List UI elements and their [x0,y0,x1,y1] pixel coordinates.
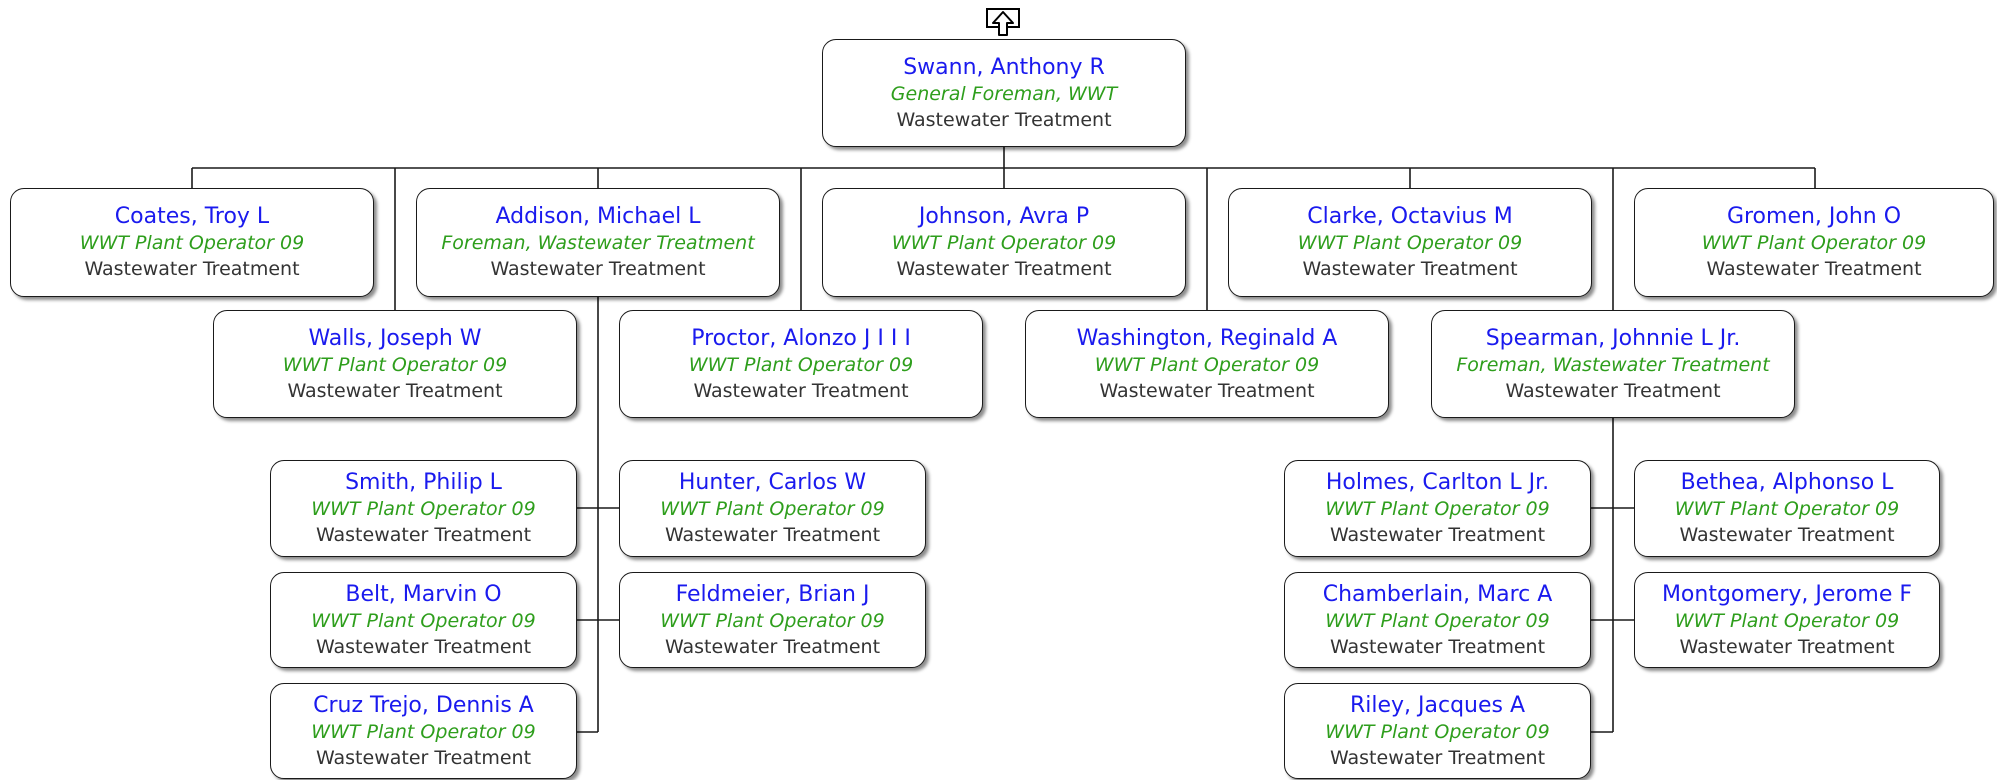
employee-department: Wastewater Treatment [1329,746,1546,769]
employee-title: General Foreman, WWT [890,82,1118,105]
employee-name: Swann, Anthony R [903,54,1105,80]
up-arrow-icon[interactable] [986,8,1020,38]
employee-title: WWT Plant Operator 09 [311,609,536,632]
employee-title: WWT Plant Operator 09 [311,498,536,520]
employee-department: Wastewater Treatment [1099,379,1315,402]
employee-department: Wastewater Treatment [664,524,881,546]
employee-title: WWT Plant Operator 09 [1325,720,1550,743]
employee-department: Wastewater Treatment [315,524,532,546]
employee-department: Wastewater Treatment [1679,524,1895,546]
employee-title: WWT Plant Operator 09 [1325,498,1550,520]
employee-title: Foreman, Wastewater Treatment [441,232,755,254]
org-node-coates[interactable]: Coates, Troy L WWT Plant Operator 09 Was… [10,188,374,297]
employee-name: Bethea, Alphonso L [1680,470,1894,495]
org-node-feldmeier[interactable]: Feldmeier, Brian J WWT Plant Operator 09… [619,572,926,668]
employee-title: WWT Plant Operator 09 [660,498,885,520]
org-node-swann[interactable]: Swann, Anthony R General Foreman, WWT Wa… [822,39,1186,147]
employee-name: Clarke, Octavius M [1307,204,1513,229]
employee-name: Holmes, Carlton L Jr. [1325,470,1550,495]
org-node-smith[interactable]: Smith, Philip L WWT Plant Operator 09 Wa… [270,460,577,557]
employee-name: Washington, Reginald A [1076,325,1338,351]
employee-name: Hunter, Carlos W [678,470,867,495]
employee-title: WWT Plant Operator 09 [1674,498,1900,520]
employee-department: Wastewater Treatment [287,379,503,402]
employee-name: Belt, Marvin O [345,581,502,607]
org-node-belt[interactable]: Belt, Marvin O WWT Plant Operator 09 Was… [270,572,577,668]
employee-title: WWT Plant Operator 09 [311,720,536,743]
employee-department: Wastewater Treatment [315,635,532,658]
employee-department: Wastewater Treatment [490,258,706,280]
org-node-holmes[interactable]: Holmes, Carlton L Jr. WWT Plant Operator… [1284,460,1591,557]
employee-name: Chamberlain, Marc A [1322,581,1553,607]
org-node-cruz-trejo[interactable]: Cruz Trejo, Dennis A WWT Plant Operator … [270,683,577,779]
employee-name: Montgomery, Jerome F [1661,581,1913,607]
employee-name: Cruz Trejo, Dennis A [313,692,534,718]
org-node-hunter[interactable]: Hunter, Carlos W WWT Plant Operator 09 W… [619,460,926,557]
employee-title: WWT Plant Operator 09 [1701,232,1927,254]
employee-name: Smith, Philip L [345,470,502,495]
employee-department: Wastewater Treatment [84,258,300,280]
employee-department: Wastewater Treatment [1302,258,1518,280]
employee-department: Wastewater Treatment [896,258,1112,280]
employee-department: Wastewater Treatment [896,108,1112,131]
employee-title: WWT Plant Operator 09 [79,232,305,254]
org-node-riley[interactable]: Riley, Jacques A WWT Plant Operator 09 W… [1284,683,1591,779]
org-node-clarke[interactable]: Clarke, Octavius M WWT Plant Operator 09… [1228,188,1592,297]
org-node-addison[interactable]: Addison, Michael L Foreman, Wastewater T… [416,188,780,297]
employee-name: Spearman, Johnnie L Jr. [1485,325,1741,351]
employee-title: WWT Plant Operator 09 [1297,232,1523,254]
org-node-johnson[interactable]: Johnson, Avra P WWT Plant Operator 09 Wa… [822,188,1186,297]
employee-title: WWT Plant Operator 09 [1674,609,1900,632]
employee-department: Wastewater Treatment [1679,635,1895,658]
employee-name: Feldmeier, Brian J [675,581,870,607]
org-node-walls[interactable]: Walls, Joseph W WWT Plant Operator 09 Wa… [213,310,577,418]
employee-title: WWT Plant Operator 09 [1325,609,1550,632]
employee-name: Coates, Troy L [114,204,270,229]
employee-title: Foreman, Wastewater Treatment [1456,353,1770,376]
employee-department: Wastewater Treatment [1329,524,1546,546]
employee-name: Proctor, Alonzo J I I I [691,325,911,351]
org-node-gromen[interactable]: Gromen, John O WWT Plant Operator 09 Was… [1634,188,1994,297]
employee-department: Wastewater Treatment [1706,258,1922,280]
org-node-spearman[interactable]: Spearman, Johnnie L Jr. Foreman, Wastewa… [1431,310,1795,418]
employee-name: Addison, Michael L [495,204,701,229]
employee-department: Wastewater Treatment [315,746,532,769]
org-node-washington[interactable]: Washington, Reginald A WWT Plant Operato… [1025,310,1389,418]
org-node-montgomery[interactable]: Montgomery, Jerome F WWT Plant Operator … [1634,572,1940,668]
org-node-proctor[interactable]: Proctor, Alonzo J I I I WWT Plant Operat… [619,310,983,418]
org-node-chamberlain[interactable]: Chamberlain, Marc A WWT Plant Operator 0… [1284,572,1591,668]
employee-title: WWT Plant Operator 09 [1094,353,1320,376]
employee-title: WWT Plant Operator 09 [282,353,508,376]
employee-title: WWT Plant Operator 09 [688,353,914,376]
employee-name: Johnson, Avra P [918,204,1090,229]
employee-name: Walls, Joseph W [308,325,482,351]
employee-name: Riley, Jacques A [1349,692,1526,718]
employee-title: WWT Plant Operator 09 [891,232,1117,254]
employee-department: Wastewater Treatment [664,635,881,658]
employee-department: Wastewater Treatment [693,379,909,402]
org-node-bethea[interactable]: Bethea, Alphonso L WWT Plant Operator 09… [1634,460,1940,557]
employee-title: WWT Plant Operator 09 [660,609,885,632]
employee-department: Wastewater Treatment [1329,635,1546,658]
employee-name: Gromen, John O [1726,204,1902,229]
employee-department: Wastewater Treatment [1505,379,1721,402]
